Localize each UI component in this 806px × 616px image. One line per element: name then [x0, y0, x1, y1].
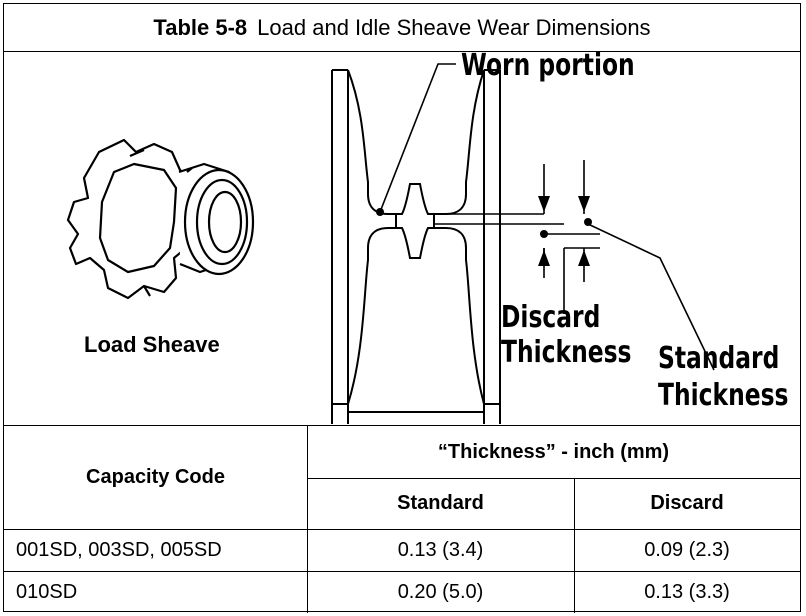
header-capacity-code: Capacity Code	[86, 466, 225, 488]
figure-area: Load Sheave Worn portion Discard Thickne…	[4, 48, 800, 426]
header-standard: Standard	[397, 492, 484, 514]
discard-label-line1: Discard	[501, 300, 601, 335]
standard-label-line1: Standard	[658, 341, 780, 376]
load-sheave-label: Load Sheave	[84, 332, 220, 357]
row-1-code: 001SD, 003SD, 005SD	[16, 538, 222, 561]
table-number: Table 5-8	[153, 14, 248, 40]
row-2-discard: 0.13 (3.3)	[644, 580, 730, 603]
row-1-discard: 0.09 (2.3)	[644, 538, 730, 561]
header-discard: Discard	[650, 492, 724, 514]
row-2-code: 010SD	[16, 580, 78, 603]
dimension-arrows	[376, 196, 592, 266]
row-2-standard: 0.20 (5.0)	[397, 580, 484, 603]
standard-label-line2: Thickness	[658, 378, 789, 413]
figure-drawing	[66, 63, 715, 424]
worn-portion-label: Worn portion	[461, 48, 635, 83]
row-1-standard: 0.13 (3.4)	[397, 538, 484, 561]
sheave-cross-section-diagram	[331, 69, 501, 424]
table-title: Table 5-8 Load and Idle Sheave Wear Dime…	[4, 4, 800, 52]
header-thickness-group: “Thickness” - inch (mm)	[437, 440, 670, 463]
discard-label-line2: Thickness	[501, 335, 632, 370]
table-title-text: Load and Idle Sheave Wear Dimensions	[257, 14, 651, 40]
thickness-table: Capacity Code “Thickness” - inch (mm) St…	[4, 426, 800, 613]
table-frame: Table 5-8 Load and Idle Sheave Wear Dime…	[3, 3, 801, 613]
load-sheave-drawing	[66, 138, 255, 300]
